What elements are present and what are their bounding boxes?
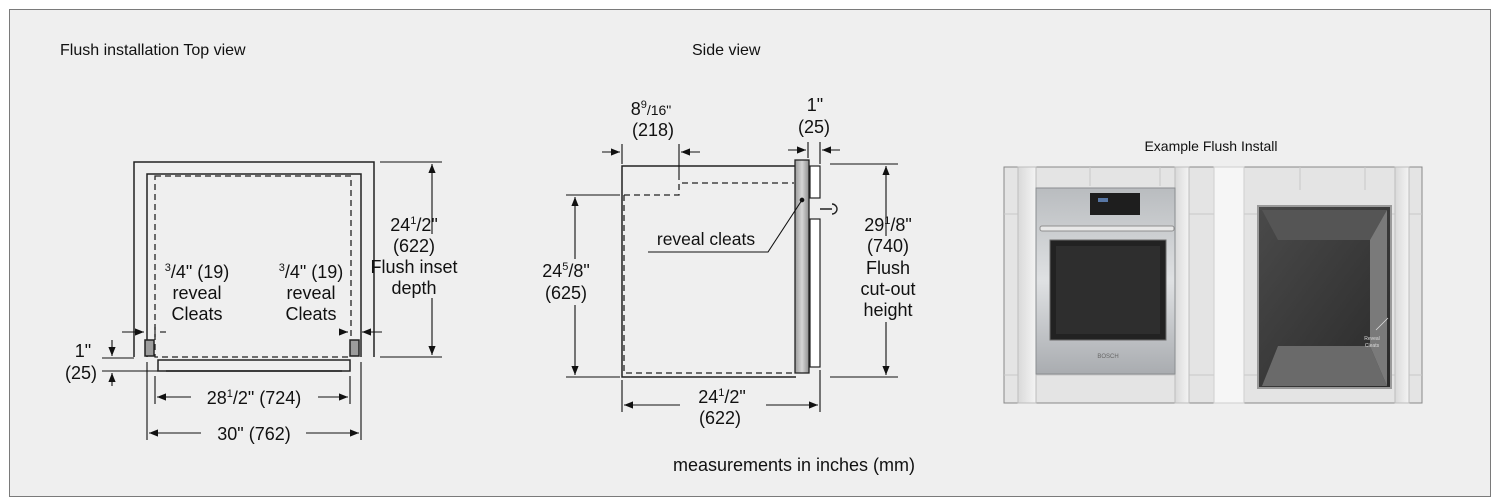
right-cleat-label-2: Cleats	[285, 304, 336, 324]
cabinet-side-outline	[621, 165, 796, 378]
right-cleat-label-1: reveal	[286, 283, 335, 303]
cabinet-outline	[133, 161, 375, 357]
depth-mm: (622)	[393, 236, 435, 256]
oven-photo: BOSCH	[1035, 187, 1176, 375]
side-view-labels: 89/16" (218) 1" (25) reveal cleats 245/8…	[542, 95, 915, 428]
oven-handle	[1039, 225, 1175, 232]
left-cleat	[144, 339, 155, 357]
control-panel	[1090, 193, 1140, 215]
side-view-dimensions	[566, 142, 898, 412]
left-cleat-label-2: Cleats	[171, 304, 222, 324]
side-view-drawing	[621, 159, 838, 378]
right-cleat	[349, 339, 360, 357]
top-view-dimensions	[102, 161, 442, 440]
reveal-cleats-label: reveal cleats	[657, 229, 755, 249]
outer-width-label: 30" (762)	[217, 424, 290, 444]
example-photo: BOSCH Reveal Cleats	[1003, 166, 1423, 404]
right-height-note-3: height	[863, 300, 912, 320]
door-handle	[820, 203, 838, 215]
oven-body-dashed	[154, 175, 352, 358]
side-view-title: Side view	[692, 42, 761, 59]
left-height-label: 245/8"	[542, 261, 590, 281]
door-thickness-mm: (25)	[798, 117, 830, 137]
door-trim-top	[809, 165, 821, 199]
depth-label: 241/2"	[390, 215, 438, 235]
empty-cavity-photo: Reveal Cleats	[1257, 205, 1392, 389]
cabinet-post-3	[1394, 166, 1410, 404]
reveal-annotation-2: Cleats	[1365, 343, 1380, 349]
right-height-note-1: Flush	[866, 258, 910, 278]
door-trim-bottom	[809, 218, 821, 368]
oven-brand: BOSCH	[1097, 354, 1118, 360]
right-height-mm: (740)	[867, 236, 909, 256]
reveal-annotation-1: Reveal	[1364, 336, 1380, 342]
door-thickness-label: 1"	[807, 95, 823, 115]
units-note: measurements in inches (mm)	[673, 455, 915, 475]
top-depth-mm: (218)	[632, 120, 674, 140]
depth-note-1: Flush inset	[370, 257, 457, 277]
cabinet-inner-wall	[146, 173, 362, 357]
bottom-depth-mm: (622)	[699, 408, 741, 428]
oven-door-profile	[794, 159, 810, 374]
left-height-mm: (625)	[545, 283, 587, 303]
oven-side-dashed	[623, 182, 794, 374]
depth-note-2: depth	[391, 278, 436, 298]
left-cleat-label-1: reveal	[172, 283, 221, 303]
oven-front-panel	[157, 359, 351, 372]
gap-mm: (25)	[65, 363, 97, 383]
bottom-depth-label: 241/2"	[698, 387, 746, 407]
top-view-drawing	[133, 161, 375, 372]
right-cleat-size: 3/4" (19)	[279, 262, 344, 282]
right-height-label: 291/8"	[864, 215, 912, 235]
gap-inches: 1"	[75, 341, 91, 361]
photo-divider	[1213, 166, 1245, 404]
top-view-title: Flush installation Top view	[60, 42, 246, 59]
top-view-labels: 241/2" (622) Flush inset depth 3/4" (19)…	[65, 215, 458, 444]
inner-width-label: 281/2" (724)	[207, 388, 302, 408]
cabinet-post-1	[1017, 166, 1037, 404]
top-depth-label: 89/16"	[631, 99, 672, 119]
left-cleat-size: 3/4" (19)	[165, 262, 230, 282]
photo-caption: Example Flush Install	[1144, 138, 1277, 154]
cabinet-post-2	[1174, 166, 1190, 404]
right-height-note-2: cut-out	[860, 279, 915, 299]
